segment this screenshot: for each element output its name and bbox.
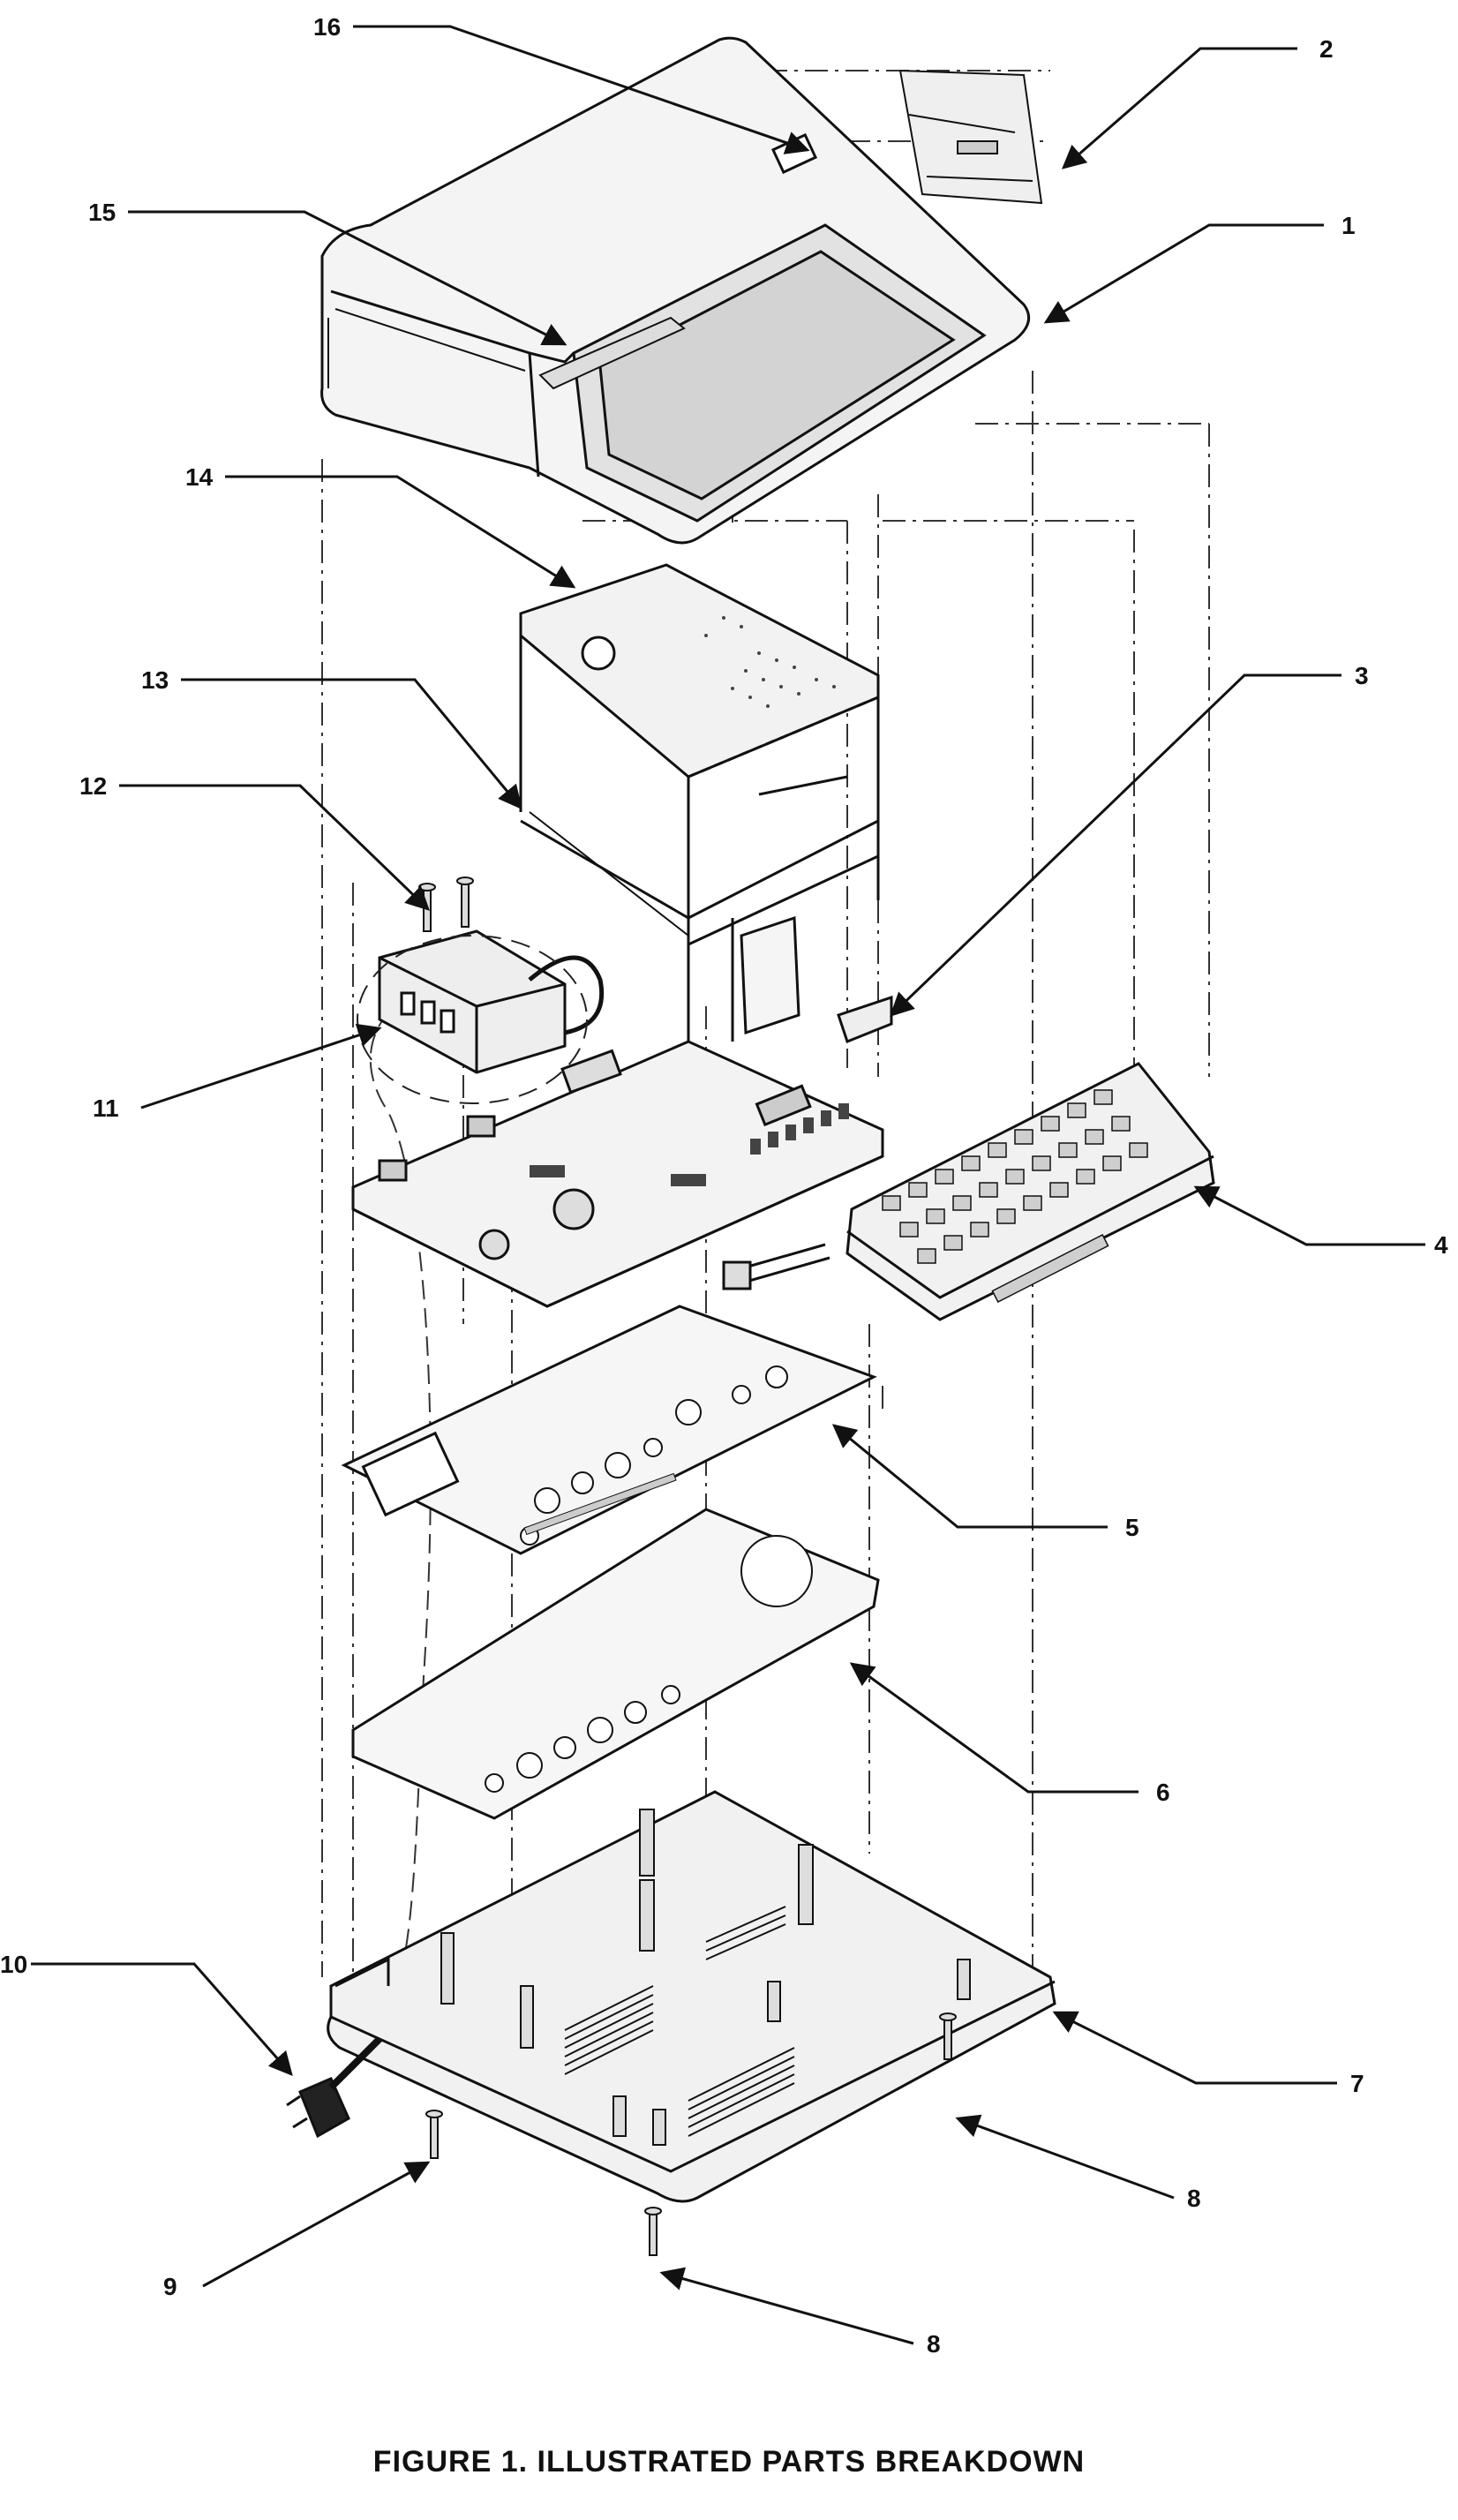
callout-15: 15 <box>88 199 116 226</box>
callout-3: 3 <box>1355 662 1369 689</box>
power-supply-module <box>378 929 605 1074</box>
callout-16: 16 <box>313 13 341 41</box>
callout-14: 14 <box>185 463 214 491</box>
callout-5: 5 <box>1125 1514 1139 1541</box>
shield-plate-holes <box>520 1365 788 1546</box>
bottom-plate-holes <box>485 1685 680 1793</box>
keyboard-keys <box>882 1089 1148 1304</box>
shield-plate <box>341 1305 877 1555</box>
power-supply-highlight <box>357 935 588 1104</box>
callout-8b: 8 <box>927 2330 941 2358</box>
callout-1: 1 <box>1342 212 1356 239</box>
base-vent-slots <box>564 1906 795 2137</box>
rf-shield-cover <box>519 563 880 980</box>
callout-13: 13 <box>141 666 169 694</box>
callout-4: 4 <box>1434 1231 1448 1259</box>
callout-2: 2 <box>1319 35 1334 63</box>
foot-screws <box>425 2012 957 2256</box>
callout-9: 9 <box>163 2273 177 2300</box>
leader-lines <box>31 25 1425 2345</box>
shield-frame <box>520 775 879 1086</box>
main-circuit-board <box>351 1040 884 1308</box>
rear-panel-insert <box>898 69 1043 205</box>
callout-8a: 8 <box>1187 2185 1201 2212</box>
keyboard-cable <box>722 1243 830 1290</box>
base <box>327 1790 1056 2203</box>
callout-6: 6 <box>1156 1779 1170 1806</box>
callout-labels: 16 2 1 15 14 13 3 12 11 4 5 6 10 7 8 9 8 <box>0 13 1448 2358</box>
power-plug <box>286 2036 382 2139</box>
callout-10: 10 <box>0 1951 27 1978</box>
power-cord-path <box>369 979 438 2022</box>
callout-7: 7 <box>1350 2070 1364 2097</box>
callout-12: 12 <box>79 772 107 800</box>
screws <box>418 876 474 932</box>
base-posts <box>440 1809 971 2146</box>
rf-shield-perforations <box>704 616 836 708</box>
figure-caption: FIGURE 1. ILLUSTRATED PARTS BREAKDOWN <box>372 2445 1086 2479</box>
callout-11: 11 <box>93 1095 119 1122</box>
pcb-components <box>530 1103 849 1186</box>
bottom-plate <box>351 1472 880 1820</box>
bracket <box>837 995 893 1043</box>
top-cover <box>320 36 1031 545</box>
